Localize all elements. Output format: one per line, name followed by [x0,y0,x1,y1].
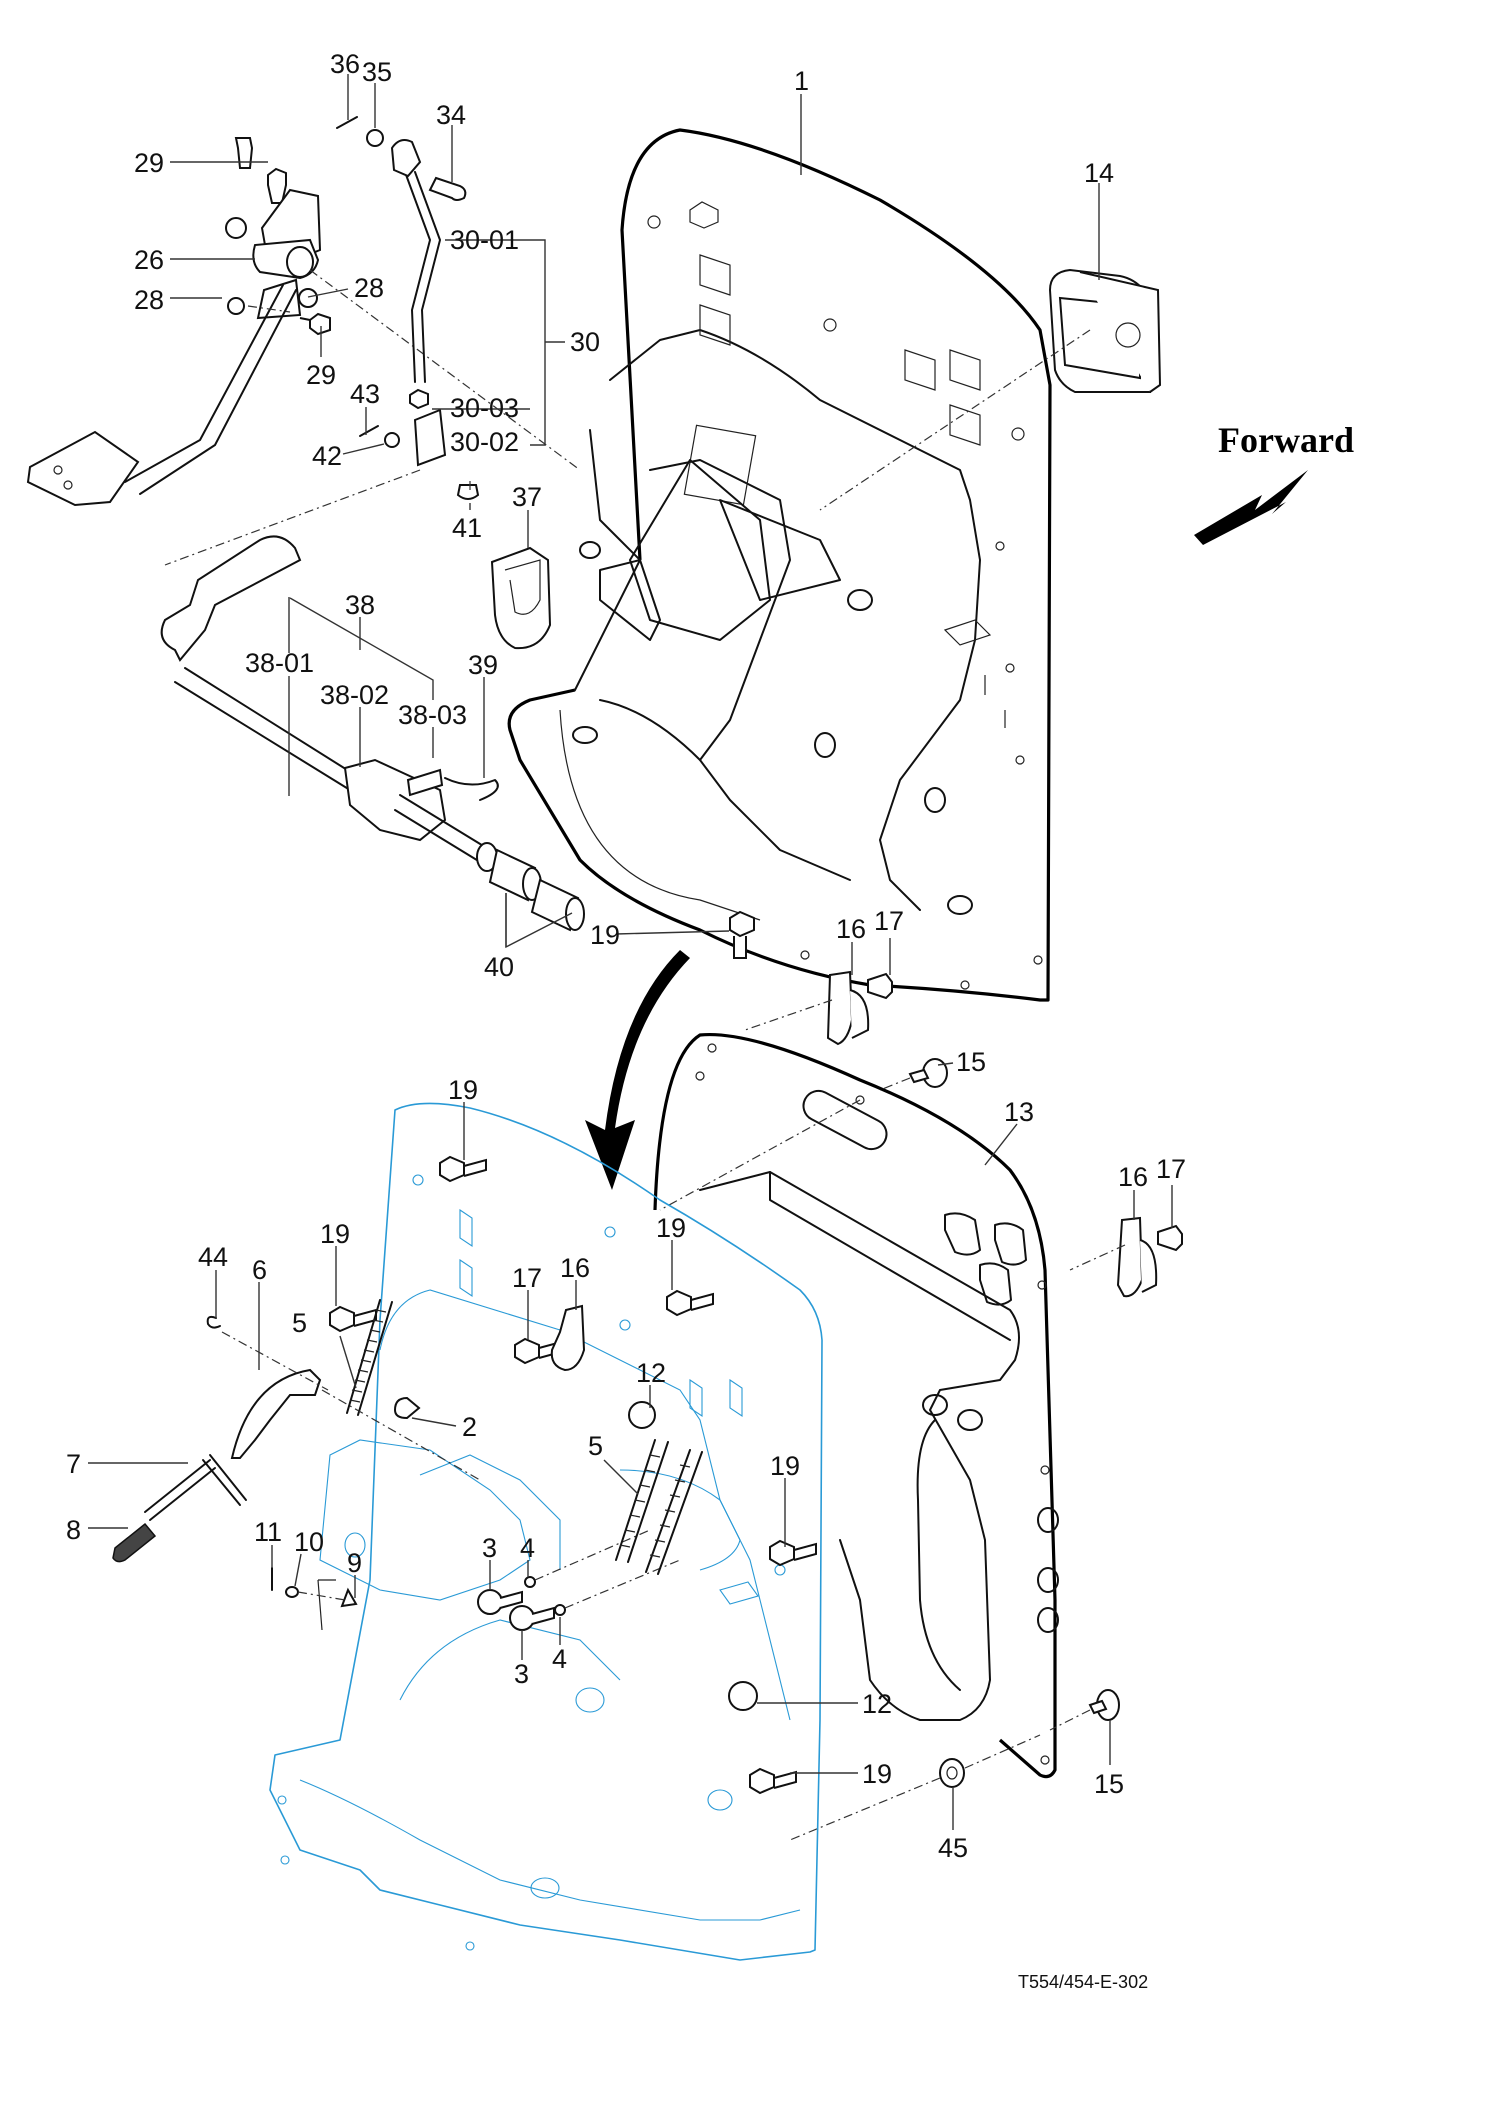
callout-labels: 1 14 36 35 34 29 26 28 28 29 30-01 30 30… [66,49,1186,1863]
upper-clip-hardware [729,910,893,1046]
callout-5: 5 [292,1308,307,1338]
callout-44: 44 [198,1242,228,1272]
callout-17: 17 [512,1263,542,1293]
callout-4: 4 [520,1533,535,1563]
callout-29: 29 [306,360,336,390]
callout-43: 43 [350,379,380,409]
callout-14: 14 [1084,158,1114,188]
callout-3: 3 [514,1659,529,1689]
callout-19: 19 [448,1075,478,1105]
callout-12: 12 [636,1358,666,1388]
callout-15: 15 [956,1047,986,1077]
callout-30-01: 30-01 [450,225,519,255]
part-37-bracket [490,546,552,650]
callout-29: 29 [134,148,164,178]
part-45-washer [789,1734,1041,1841]
callout-30-03: 30-03 [450,393,519,423]
callout-34: 34 [436,100,466,130]
drawing-code: T554/454-E-302 [1018,1972,1148,1992]
callout-30: 30 [570,327,600,357]
callout-9: 9 [347,1548,362,1578]
assembly-transition-arrow-icon [585,950,690,1190]
callout-10: 10 [294,1527,324,1557]
part-14-cover [819,268,1162,511]
callout-16: 16 [836,914,866,944]
callout-41: 41 [452,513,482,543]
callout-16: 16 [1118,1162,1148,1192]
panel-front-highlighted [269,1102,823,1961]
callout-16: 16 [560,1253,590,1283]
callout-12: 12 [862,1689,892,1719]
spring-5-right [615,1439,703,1575]
callout-13: 13 [1004,1097,1034,1127]
callout-4: 4 [552,1644,567,1674]
callout-42: 42 [312,441,342,471]
callout-17: 17 [874,906,904,936]
right-clip-hardware [1069,1216,1183,1298]
panel-13 [653,1032,1059,1779]
callout-30-02: 30-02 [450,427,519,457]
callout-19: 19 [862,1759,892,1789]
panel-1 [507,128,1052,1002]
callout-17: 17 [1156,1154,1186,1184]
callout-1: 1 [794,66,809,96]
callout-2: 2 [462,1412,477,1442]
shaft-assembly-38 [160,535,585,932]
linkage-rod-assembly [164,116,480,566]
callout-38-02: 38-02 [320,680,389,710]
callout-38-01: 38-01 [245,648,314,678]
forward-direction-indicator: Forward [1194,420,1354,545]
callout-6: 6 [252,1255,267,1285]
brake-pedal-assembly [26,137,581,507]
callout-19: 19 [656,1213,686,1243]
forward-arrow-icon [1194,470,1308,545]
lower-hardware [112,1155,817,1795]
callout-19: 19 [320,1219,350,1249]
callout-7: 7 [66,1449,81,1479]
spring-5-left [346,1299,393,1416]
callout-35: 35 [362,57,392,87]
callout-15: 15 [1094,1769,1124,1799]
callout-40: 40 [484,952,514,982]
callout-37: 37 [512,482,542,512]
part-15-fasteners [879,1058,1120,1731]
callout-19: 19 [590,920,620,950]
callout-8: 8 [66,1515,81,1545]
callout-36: 36 [330,49,360,79]
callout-26: 26 [134,245,164,275]
callout-45: 45 [938,1833,968,1863]
leader-lines [88,74,1173,1830]
callout-11: 11 [254,1517,282,1547]
callout-38: 38 [345,590,375,620]
callout-39: 39 [468,650,498,680]
forward-label: Forward [1218,420,1354,460]
callout-5: 5 [588,1431,603,1461]
callout-28: 28 [134,285,164,315]
callout-19: 19 [770,1451,800,1481]
callout-38-03: 38-03 [398,700,467,730]
callout-3: 3 [482,1533,497,1563]
callout-28: 28 [354,273,384,303]
